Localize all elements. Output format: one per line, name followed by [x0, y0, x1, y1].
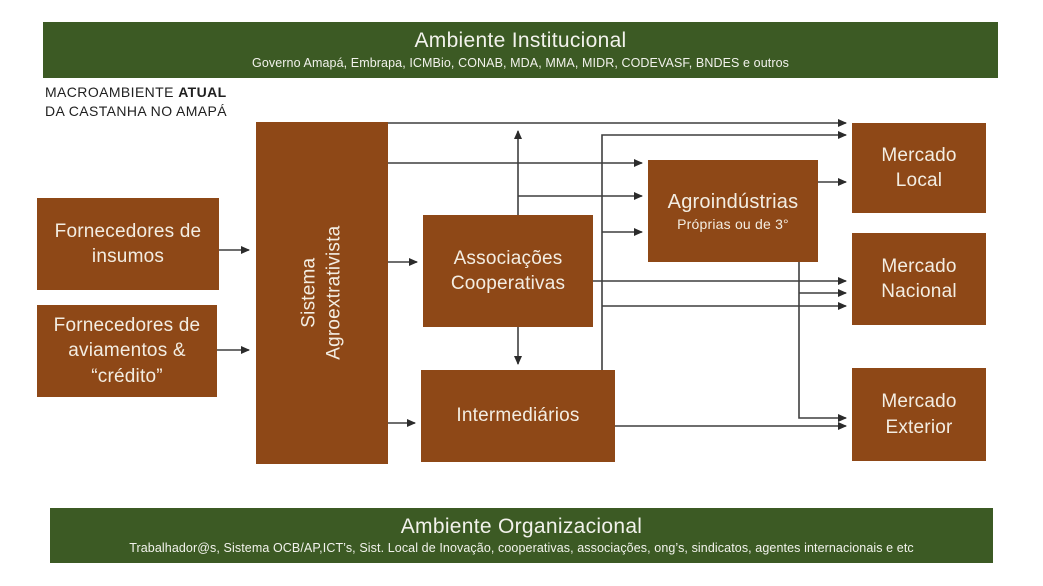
- macroambiente-caption: MACROAMBIENTE ATUAL DA CASTANHA NO AMAPÁ: [45, 83, 275, 121]
- node-associacoes-cooperativas: Associações Cooperativas: [423, 215, 593, 327]
- node-label-line: Agroextrativista: [323, 225, 345, 361]
- institutional-banner: Ambiente Institucional Governo Amapá, Em…: [43, 22, 998, 78]
- organizational-banner-title: Ambiente Organizacional: [400, 514, 643, 538]
- node-mercado-local: Mercado Local: [852, 123, 986, 213]
- node-label-line: Sistema: [298, 257, 320, 329]
- node-fornecedores-aviamentos: Fornecedores de aviamentos & “crédito”: [37, 305, 217, 397]
- node-label-line: Local: [895, 170, 943, 191]
- node-label-line: Nacional: [881, 281, 957, 302]
- node-intermediarios: Intermediários: [421, 370, 615, 462]
- organizational-banner: Ambiente Organizacional Trabalhador@s, S…: [50, 508, 993, 563]
- macroambiente-caption-normal: MACROAMBIENTE: [45, 84, 174, 100]
- node-label-line: Fornecedores de: [53, 315, 201, 337]
- organizational-banner-subtitle: Trabalhador@s, Sistema OCB/AP,ICT’s, Sis…: [129, 541, 914, 556]
- arrow-agroindustrias-to-mercado-exterior: [798, 262, 847, 422]
- node-label-rotated: Sistema Agroextrativista: [297, 226, 346, 360]
- node-sublabel: Próprias ou de 3°: [677, 216, 789, 233]
- node-label-line: insumos: [91, 246, 165, 267]
- node-label-line: Intermediários: [456, 405, 580, 427]
- institutional-banner-title: Ambiente Institucional: [414, 29, 627, 53]
- node-label-line: Exterior: [885, 416, 953, 438]
- node-label-line: Associações: [453, 247, 563, 269]
- node-label-line: “crédito”: [91, 365, 163, 387]
- macroambiente-caption-bold: ATUAL: [178, 84, 227, 100]
- macroambiente-caption-line2: DA CASTANHA NO AMAPÁ: [45, 102, 228, 119]
- node-label-line: aviamentos &: [68, 340, 186, 362]
- node-label-line: Agroindústrias: [667, 190, 799, 213]
- node-label-line: Mercado: [881, 255, 957, 277]
- node-mercado-exterior: Mercado Exterior: [852, 368, 986, 461]
- node-label-line: Mercado: [881, 144, 957, 166]
- node-label-line: Fornecedores de: [54, 220, 202, 242]
- institutional-banner-subtitle: Governo Amapá, Embrapa, ICMBio, CONAB, M…: [252, 55, 789, 70]
- node-label-line: Mercado: [881, 391, 957, 413]
- node-label-line: Cooperativas: [450, 273, 566, 294]
- node-fornecedores-insumos: Fornecedores de insumos: [37, 198, 219, 290]
- node-sistema-agroextrativista: Sistema Agroextrativista: [256, 122, 388, 464]
- node-agroindustrias: Agroindústrias Próprias ou de 3°: [648, 160, 818, 262]
- node-mercado-nacional: Mercado Nacional: [852, 233, 986, 325]
